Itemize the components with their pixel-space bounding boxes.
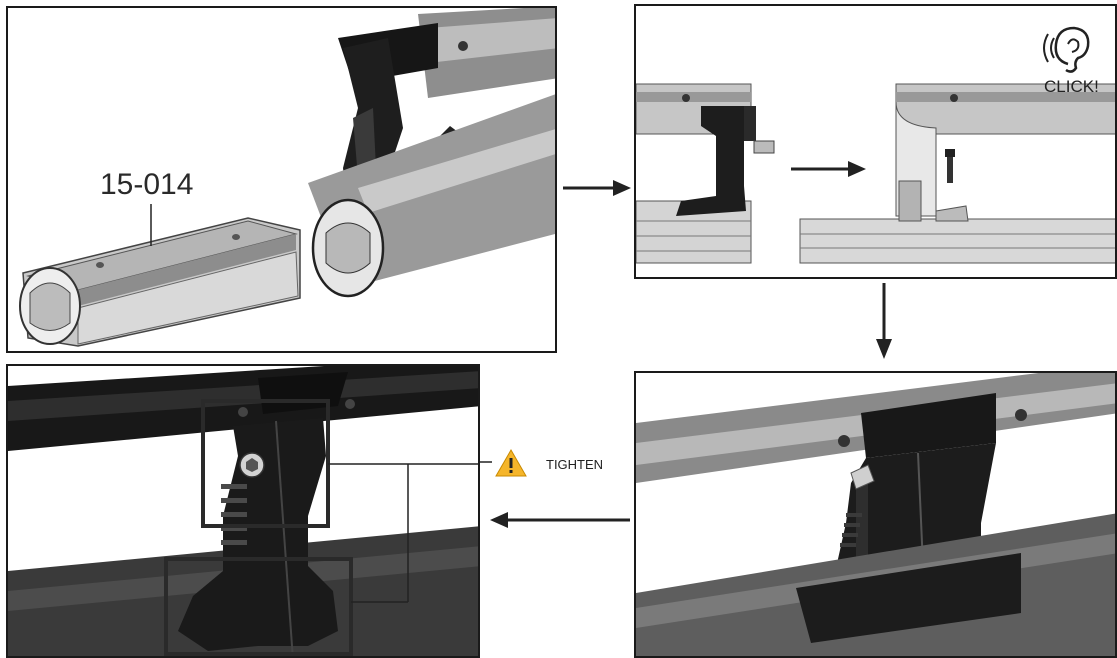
step-2-illustration — [636, 26, 1115, 264]
step-4-illustration — [8, 366, 478, 656]
click-callout: CLICK! — [1044, 77, 1099, 96]
step-1-panel: 15-014 — [6, 6, 557, 353]
warning-triangle-icon — [495, 448, 527, 477]
step-4-panel — [6, 364, 480, 658]
step-3-illustration — [636, 373, 1115, 656]
arrow-icon — [563, 180, 631, 196]
ear-sound-icon — [1043, 26, 1090, 73]
tighten-label: TIGHTEN — [546, 457, 604, 472]
step-2-panel: CLICK! — [634, 4, 1117, 279]
leader-line — [480, 461, 492, 463]
arrow-icon — [876, 283, 892, 359]
arrow-icon — [490, 512, 630, 528]
part-number-label: 15-014 — [100, 168, 194, 201]
step-1-illustration — [19, 8, 555, 347]
step-3-panel — [634, 371, 1117, 658]
